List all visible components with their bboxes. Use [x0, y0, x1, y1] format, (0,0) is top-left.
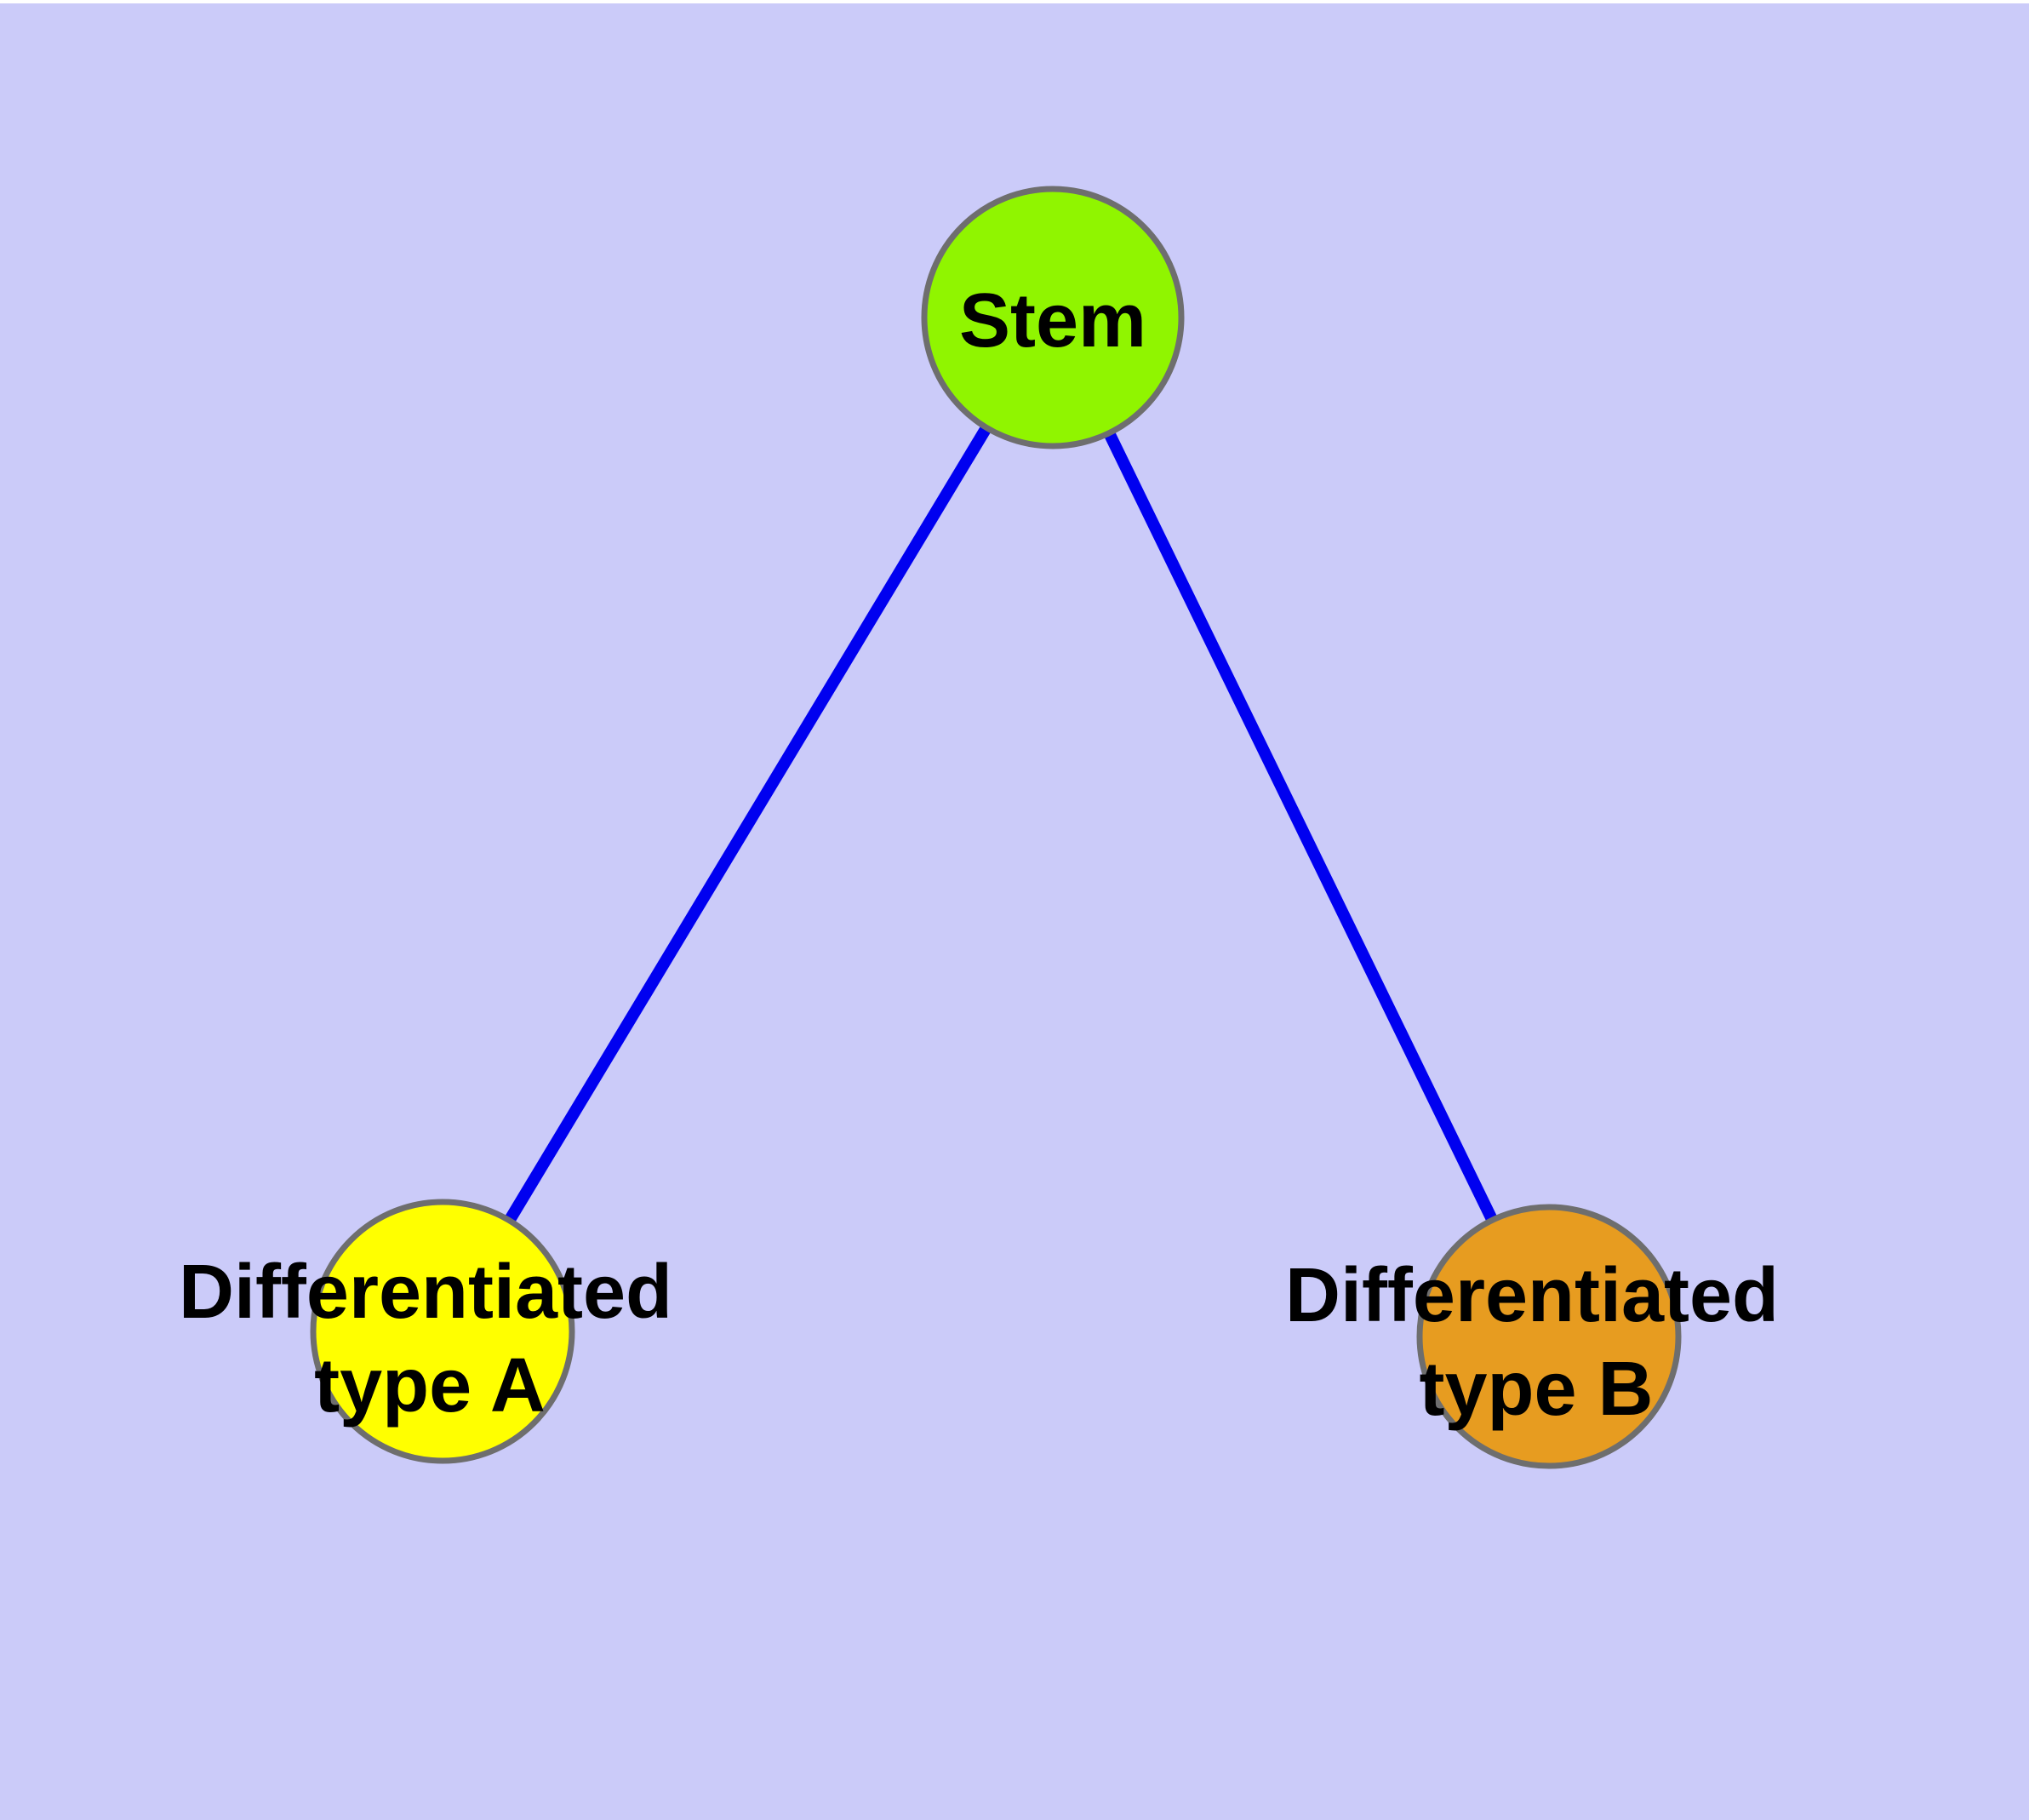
- edge-layer: [437, 314, 1555, 1340]
- node-stem-label: Stem: [959, 278, 1146, 363]
- node-type-a-label-line-1: Differentiated: [179, 1250, 672, 1335]
- node-type-b-label-line-2: type B: [1419, 1347, 1653, 1432]
- edge-stem-to-type-b: [1047, 314, 1555, 1340]
- node-type-a-label-line-2: type A: [314, 1343, 546, 1428]
- node-differentiated-type-b: [1416, 1204, 1682, 1469]
- node-stem: [921, 186, 1185, 449]
- edge-stem-to-type-a: [437, 314, 1058, 1335]
- node-type-b-label-line-1: Differentiated: [1285, 1253, 1779, 1338]
- label-layer: Stem Differentiated type A Differentiate…: [179, 278, 1779, 1432]
- node-layer: [310, 186, 1682, 1469]
- node-differentiated-type-a: [310, 1199, 575, 1464]
